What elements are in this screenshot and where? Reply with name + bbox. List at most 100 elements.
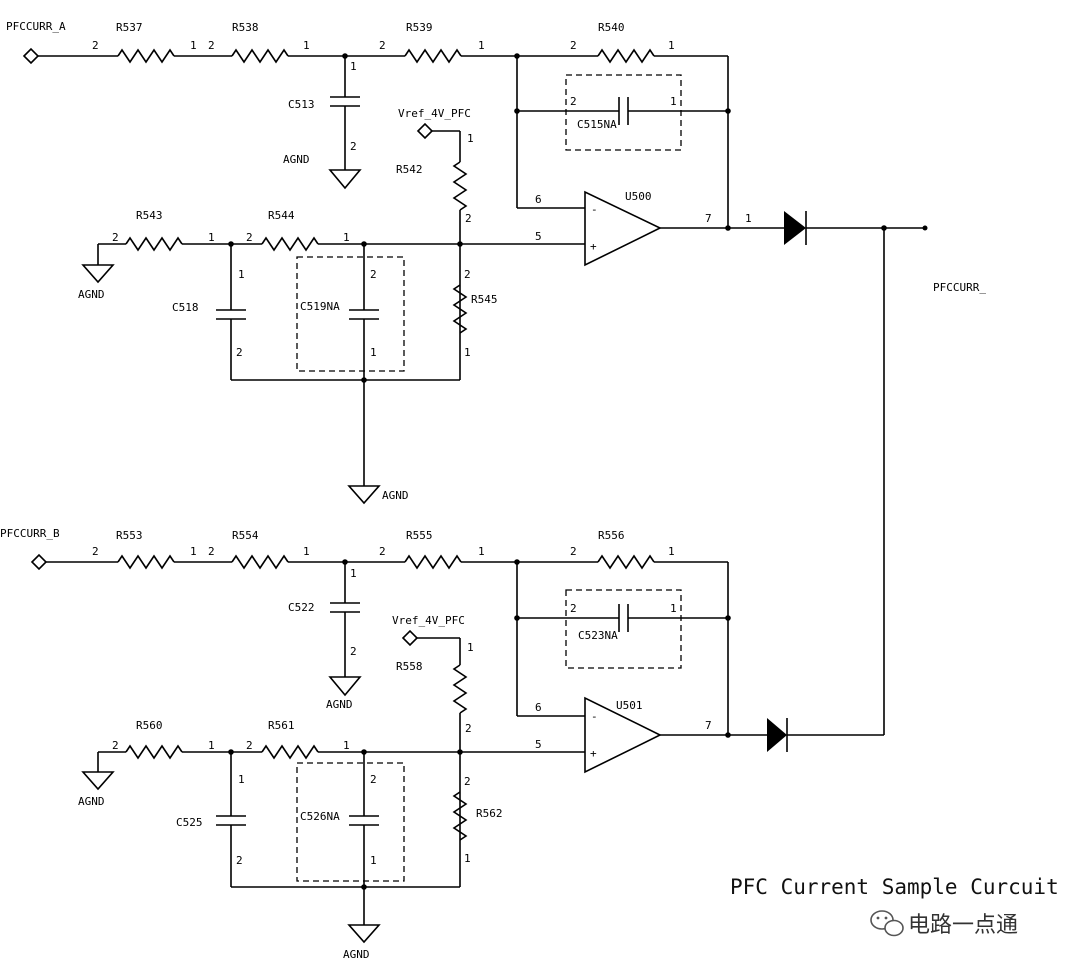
svg-text:1: 1 — [350, 567, 357, 580]
svg-text:1: 1 — [478, 545, 485, 558]
stage-a: PFCCURR_A R537 2 1 R538 2 1 R539 2 1 R54… — [6, 20, 928, 505]
resistor-r555 — [404, 554, 462, 570]
svg-text:2: 2 — [208, 545, 215, 558]
gnd-label: AGND — [283, 153, 310, 166]
label-r542: R542 — [396, 163, 423, 176]
resistor-r560 — [125, 744, 183, 760]
label-r537: R537 — [116, 21, 143, 34]
svg-text:1: 1 — [238, 773, 245, 786]
svg-text:2: 2 — [464, 775, 471, 788]
svg-text:5: 5 — [535, 230, 542, 243]
resistor-r542 — [452, 161, 468, 211]
svg-text:2: 2 — [92, 545, 99, 558]
svg-text:1: 1 — [464, 346, 471, 359]
label-c518: C518 — [172, 301, 199, 314]
svg-text:2: 2 — [350, 140, 357, 153]
svg-text:1: 1 — [303, 39, 310, 52]
label-u501: U501 — [616, 699, 643, 712]
svg-text:2: 2 — [570, 95, 577, 108]
svg-text:1: 1 — [467, 641, 474, 654]
label-r539: R539 — [406, 21, 433, 34]
label-r543: R543 — [136, 209, 163, 222]
net-label-output: PFCCURR_ — [933, 281, 986, 294]
svg-text:1: 1 — [208, 231, 215, 244]
svg-text:2: 2 — [92, 39, 99, 52]
label-c513: C513 — [288, 98, 315, 111]
resistor-r553 — [117, 554, 175, 570]
resistor-r562 — [452, 791, 468, 841]
ground-symbol — [81, 264, 115, 284]
diode-a — [784, 211, 806, 245]
svg-text:6: 6 — [535, 701, 542, 714]
svg-text:7: 7 — [705, 212, 712, 225]
svg-text:2: 2 — [112, 739, 119, 752]
resistor-r545 — [452, 284, 468, 334]
svg-text:1: 1 — [478, 39, 485, 52]
svg-text:2: 2 — [208, 39, 215, 52]
svg-text:2: 2 — [236, 854, 243, 867]
svg-text:2: 2 — [379, 39, 386, 52]
svg-text:1: 1 — [370, 346, 377, 359]
gnd-label: AGND — [78, 288, 105, 301]
resistor-r558 — [452, 664, 468, 714]
resistor-r540 — [597, 48, 655, 64]
resistor-r561 — [261, 744, 319, 760]
input-port-b — [30, 553, 48, 571]
gnd-label: AGND — [326, 698, 353, 711]
opamp-u500 — [584, 190, 662, 267]
svg-text:2: 2 — [370, 773, 377, 786]
input-port-a — [22, 47, 40, 65]
diode-b — [767, 718, 787, 752]
svg-text:1: 1 — [668, 545, 675, 558]
label-r544: R544 — [268, 209, 295, 222]
svg-text:2: 2 — [246, 739, 253, 752]
svg-text:1: 1 — [238, 268, 245, 281]
ground-symbol — [328, 169, 362, 190]
svg-text:1: 1 — [745, 212, 752, 225]
label-r555: R555 — [406, 529, 433, 542]
svg-text:1: 1 — [303, 545, 310, 558]
gnd-label: AGND — [382, 489, 409, 502]
net-label-input-a: PFCCURR_A — [6, 20, 66, 33]
svg-text:2: 2 — [570, 39, 577, 52]
svg-text:1: 1 — [464, 852, 471, 865]
vref-port-a — [416, 122, 434, 140]
gnd-label: AGND — [78, 795, 105, 808]
svg-text:2: 2 — [370, 268, 377, 281]
label-c515na: C515NA — [577, 118, 617, 131]
svg-text:1: 1 — [670, 95, 677, 108]
svg-text:5: 5 — [535, 738, 542, 751]
diagram-title: PFC Current Sample Curcuit — [730, 875, 1059, 899]
svg-text:1: 1 — [668, 39, 675, 52]
label-vref-b: Vref_4V_PFC — [392, 614, 465, 627]
resistor-r554 — [231, 554, 289, 570]
svg-text:2: 2 — [379, 545, 386, 558]
label-r561: R561 — [268, 719, 295, 732]
opamp-u501 — [584, 696, 662, 774]
vref-port-b — [401, 629, 419, 647]
label-c526na: C526NA — [300, 810, 340, 823]
label-r538: R538 — [232, 21, 259, 34]
label-c523na: C523NA — [578, 629, 618, 642]
svg-text:1: 1 — [467, 132, 474, 145]
svg-text:7: 7 — [705, 719, 712, 732]
svg-text:1: 1 — [350, 60, 357, 73]
label-r560: R560 — [136, 719, 163, 732]
label-vref-a: Vref_4V_PFC — [398, 107, 471, 120]
label-u500: U500 — [625, 190, 652, 203]
ground-symbol — [347, 485, 381, 505]
svg-text:2: 2 — [350, 645, 357, 658]
svg-text:2: 2 — [465, 722, 472, 735]
svg-text:1: 1 — [190, 39, 197, 52]
resistor-r544 — [261, 236, 319, 252]
svg-text:1: 1 — [190, 545, 197, 558]
svg-text:2: 2 — [465, 212, 472, 225]
svg-text:+: + — [590, 747, 597, 760]
svg-text:2: 2 — [236, 346, 243, 359]
svg-text:6: 6 — [535, 193, 542, 206]
ground-symbol — [347, 924, 381, 944]
resistor-r543 — [125, 236, 183, 252]
ground-symbol — [81, 771, 115, 791]
label-r556: R556 — [598, 529, 625, 542]
